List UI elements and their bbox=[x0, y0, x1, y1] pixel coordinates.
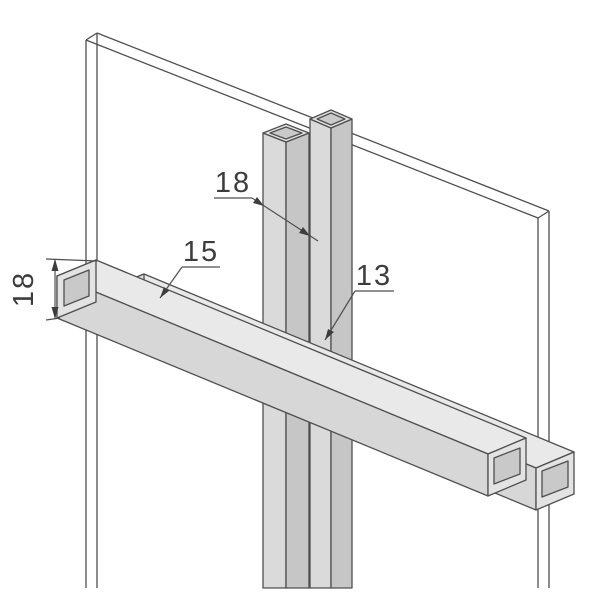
dimension-post-width: 18 bbox=[214, 167, 319, 242]
dimension-rail-top: 15 bbox=[159, 236, 220, 299]
rear-post-top-hole bbox=[316, 112, 346, 126]
front-horizontal-rail bbox=[56, 259, 527, 497]
drawing-root: 18 15 13 18 bbox=[8, 32, 575, 589]
panel-top-right-corner-edge bbox=[537, 210, 550, 219]
dim-rail-height-arrow-up bbox=[51, 259, 59, 271]
dim-post-width-label: 18 bbox=[215, 167, 251, 199]
dim-rail-top-label: 15 bbox=[183, 236, 219, 268]
dim-rail-height-ext-bottom bbox=[45, 317, 61, 321]
panel-top-left-corner-edge bbox=[85, 32, 98, 41]
dim-rail-height-label: 18 bbox=[8, 271, 40, 307]
dimension-rail-height: 18 bbox=[8, 258, 98, 321]
dim-rail-top-arrow bbox=[160, 287, 169, 298]
dim-post-width-arrow-1 bbox=[253, 197, 264, 206]
dim-gap-arrow bbox=[325, 329, 334, 340]
dimension-gap: 13 bbox=[324, 260, 394, 341]
front-rail-right-end-hole bbox=[493, 447, 521, 485]
front-rail-left-end-hole bbox=[63, 269, 90, 307]
rear-vertical-post bbox=[309, 109, 353, 589]
dim-rail-height-ext-top bbox=[45, 258, 98, 262]
dim-rail-height-arrow-down bbox=[51, 307, 59, 319]
rear-rail-right-end-hole bbox=[541, 460, 569, 498]
dim-gap-label: 13 bbox=[356, 260, 392, 292]
front-post-top-hole bbox=[269, 126, 303, 140]
dim-post-width-arrow-2 bbox=[299, 227, 310, 236]
